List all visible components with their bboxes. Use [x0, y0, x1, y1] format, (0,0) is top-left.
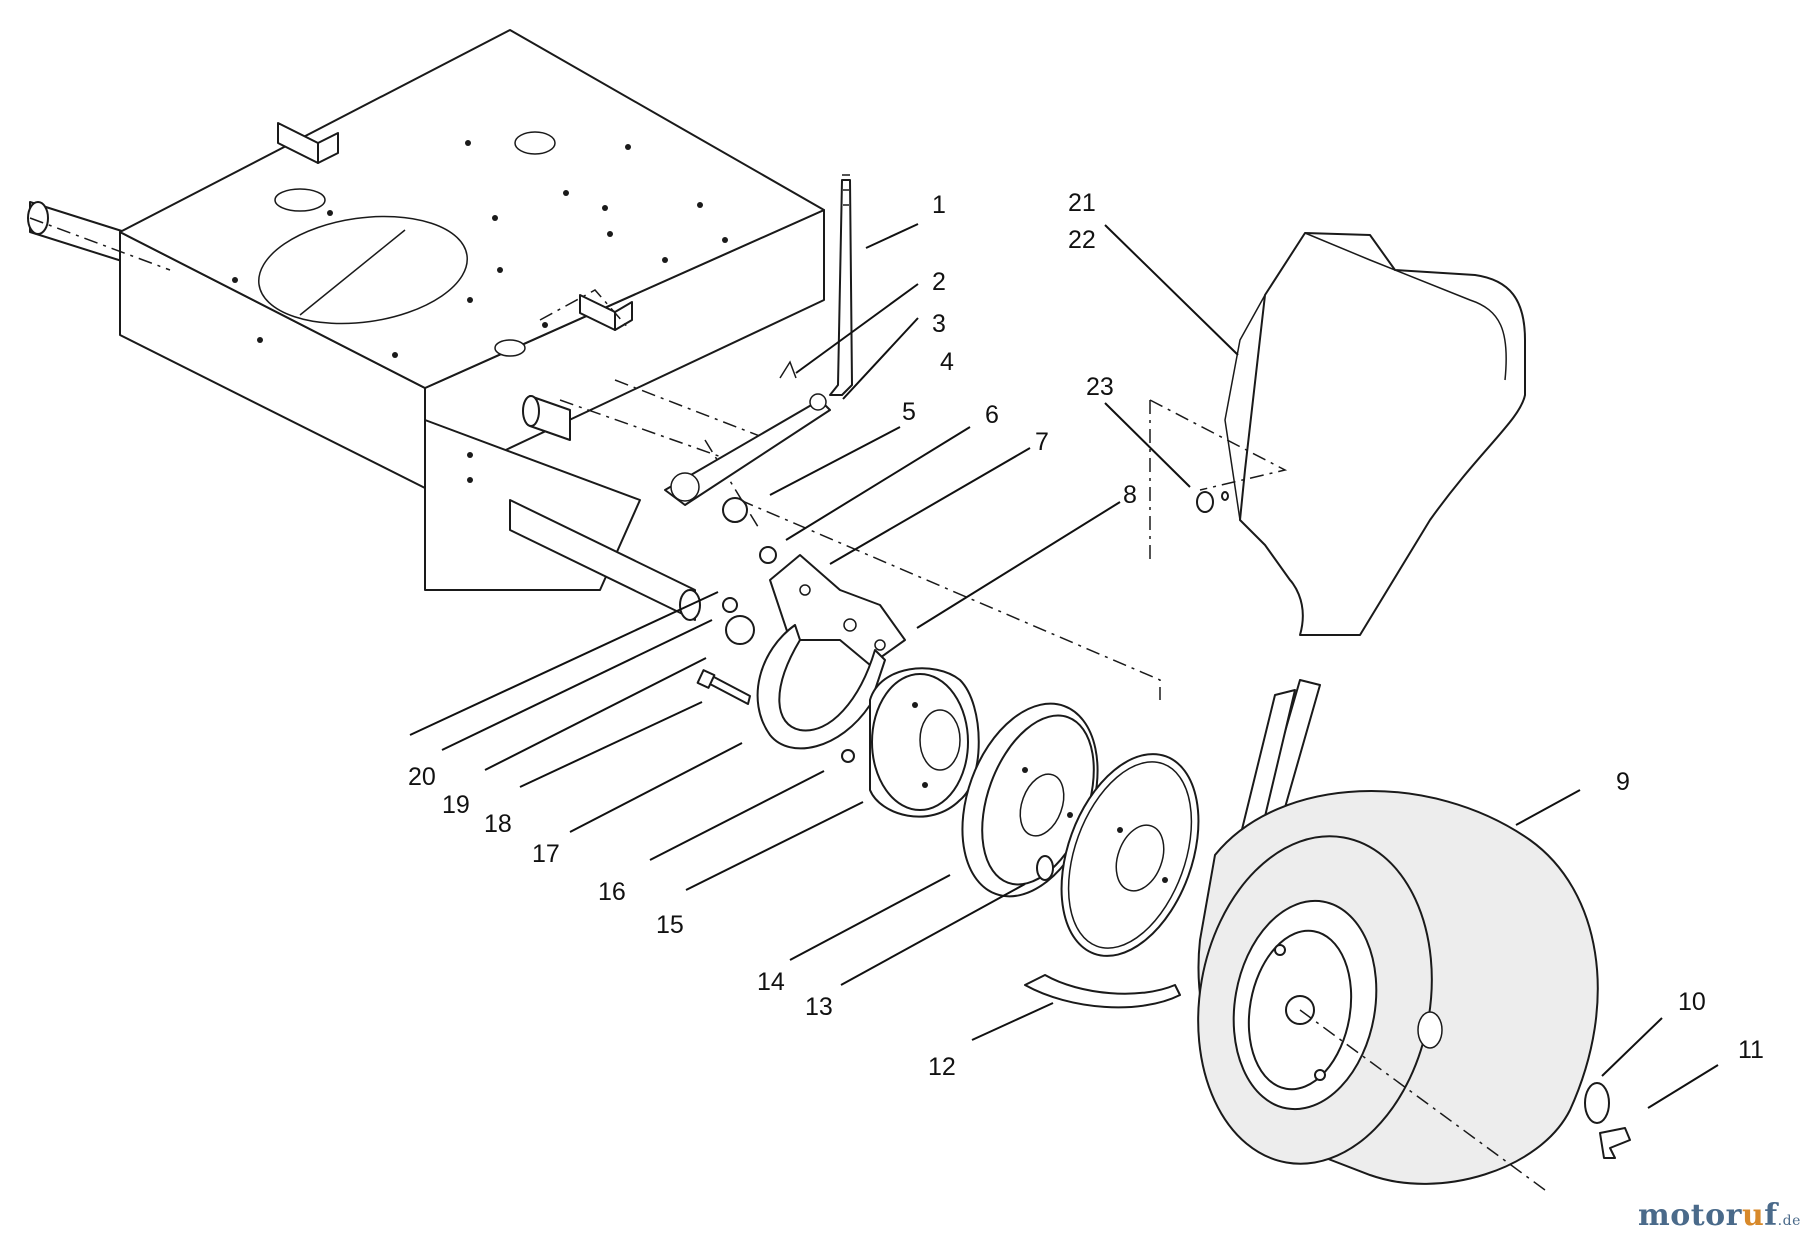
hex-nut [759, 546, 777, 564]
callout-1: 1 [932, 191, 946, 219]
pivot-pin [522, 395, 571, 441]
brake-drum [869, 667, 980, 818]
callout-16: 16 [598, 878, 626, 906]
retaining-clip [1599, 1127, 1631, 1159]
motoruf-watermark-logo: motoruf.de [1638, 1198, 1800, 1233]
brake-bracket [769, 554, 906, 666]
cover-screw [1196, 491, 1229, 513]
spacer [1036, 855, 1054, 881]
callout-22: 22 [1068, 226, 1096, 254]
cotter-pin [779, 360, 797, 379]
callout-17: 17 [532, 840, 560, 868]
belt-guard [1024, 974, 1181, 1009]
brake-link-arm [664, 393, 831, 506]
lock-nut [841, 749, 855, 763]
callout-20: 20 [408, 763, 436, 791]
lock-washer [722, 497, 748, 523]
wheel-pulley [1060, 753, 1200, 957]
callout-21: 21 [1068, 189, 1096, 217]
callout-5: 5 [902, 398, 916, 426]
callout-9: 9 [1616, 768, 1630, 796]
callout-11: 11 [1738, 1036, 1764, 1064]
callout-10: 10 [1678, 988, 1706, 1016]
callout-8: 8 [1123, 481, 1137, 509]
bolt [696, 669, 751, 705]
callout-4: 4 [940, 348, 954, 376]
callout-3: 3 [932, 310, 946, 338]
callout-12: 12 [928, 1053, 956, 1081]
watermark-part2: u [1741, 1198, 1765, 1233]
wheel-washer [1584, 1082, 1610, 1124]
callout-15: 15 [656, 911, 684, 939]
brake-rod [829, 174, 853, 396]
callout-18: 18 [484, 810, 512, 838]
small-washer [722, 597, 738, 613]
watermark-part3: f [1764, 1198, 1778, 1233]
callout-14: 14 [757, 968, 785, 996]
watermark-part1: motor [1638, 1198, 1742, 1233]
callout-13: 13 [805, 993, 833, 1021]
callout-23: 23 [1086, 373, 1114, 401]
flat-washer [725, 615, 755, 645]
leader-lines [409, 223, 1719, 1109]
watermark-suffix: .de [1777, 1213, 1800, 1229]
tire-wheel [1197, 790, 1599, 1191]
rear-cover [1149, 232, 1526, 636]
callout-7: 7 [1035, 428, 1049, 456]
callout-19: 19 [442, 791, 470, 819]
brake-band [756, 624, 886, 750]
chassis-frame [27, 29, 1161, 700]
callout-2: 2 [932, 268, 946, 296]
callout-6: 6 [985, 401, 999, 429]
